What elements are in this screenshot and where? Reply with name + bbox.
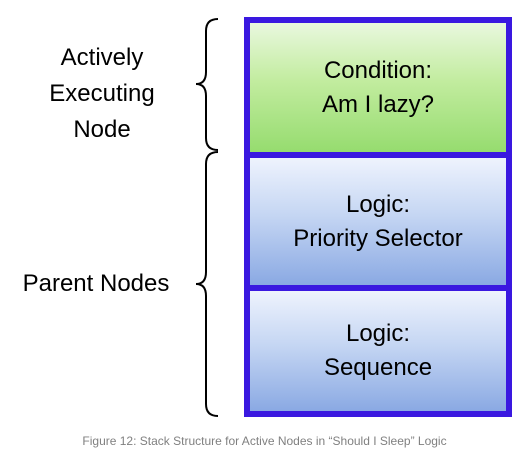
node-label-line: Logic: <box>345 190 411 218</box>
active-node-label-line: Actively <box>60 44 144 71</box>
node-label-line: Condition: <box>323 56 433 84</box>
sequence-node-block: Logic: Sequence <box>250 291 506 411</box>
node-label-line: Am I lazy? <box>321 90 435 118</box>
active-node-label-line: Executing <box>49 80 155 107</box>
figure-caption: Figure 12: Stack Structure for Active No… <box>82 434 447 448</box>
parent-nodes-label: Parent Nodes <box>22 270 170 297</box>
condition-node-block: Condition: Am I lazy? <box>250 23 506 152</box>
active-node-label: Actively Executing Node <box>18 40 186 148</box>
active-node-label-line: Node <box>73 116 131 143</box>
node-label-line: Logic: <box>345 320 411 347</box>
parent-nodes-brace <box>195 151 219 417</box>
node-stack: Condition: Am I lazy? Logic: Priority Se… <box>244 17 512 417</box>
node-label-line: Sequence <box>323 354 433 381</box>
node-label-line: Priority Selector <box>293 224 463 252</box>
active-node-brace <box>195 18 219 151</box>
priority-selector-node-block: Logic: Priority Selector <box>250 158 506 285</box>
